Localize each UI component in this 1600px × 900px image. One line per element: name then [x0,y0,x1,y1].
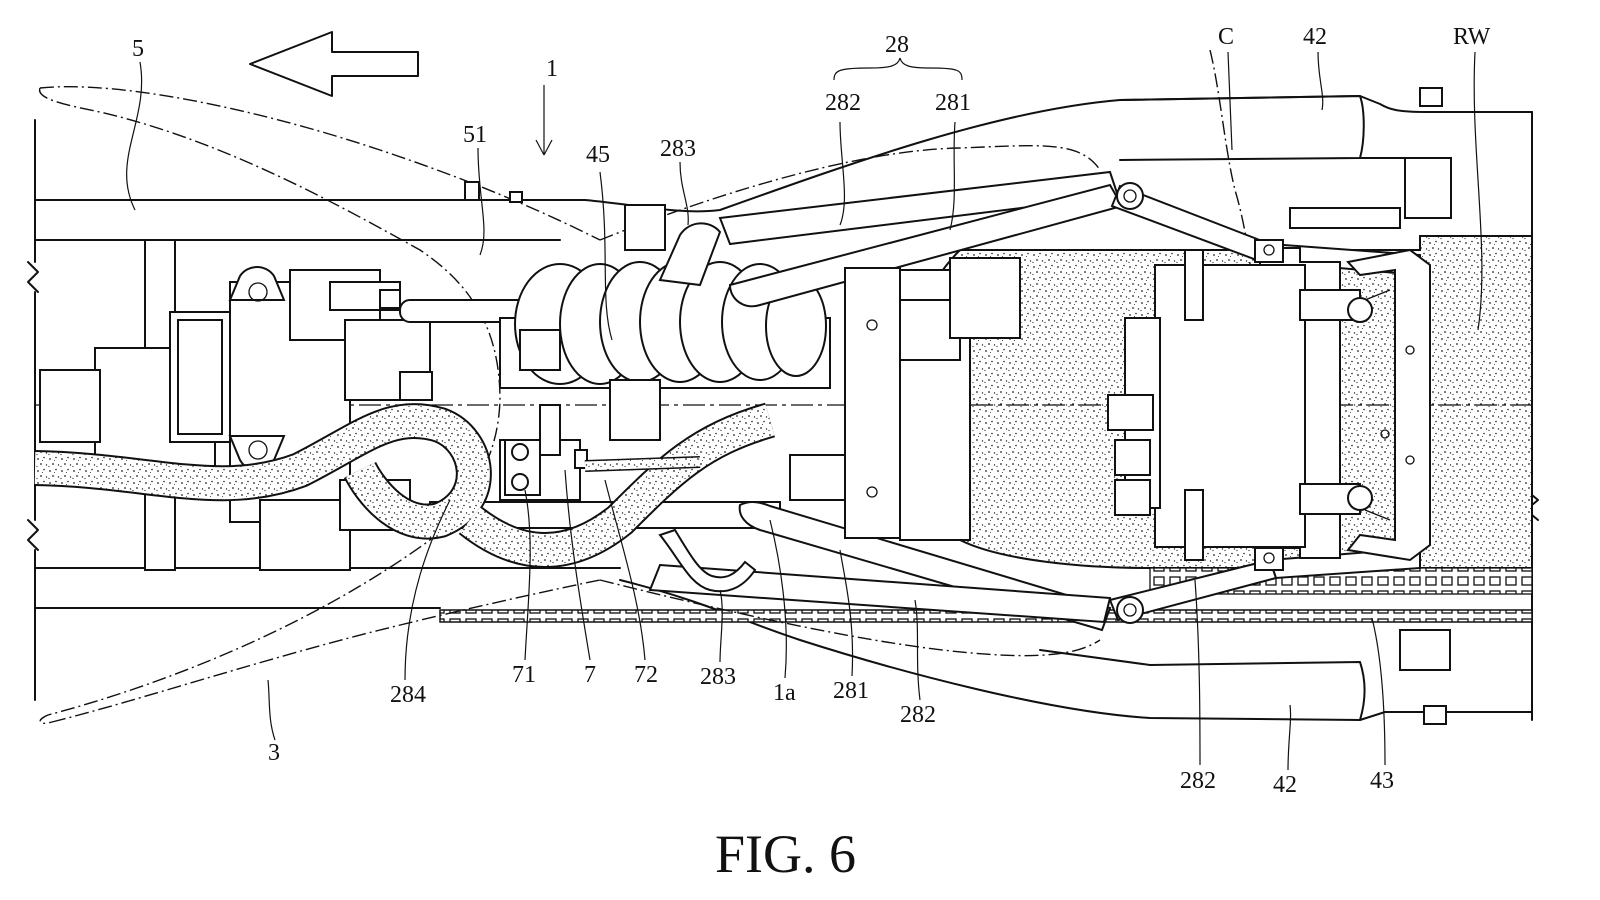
swing-arm-42 [584,87,1533,725]
figure-caption: FIG. 6 [715,824,856,884]
label-281-lower: 281 [833,678,869,704]
label-71: 71 [512,662,536,688]
label-51: 51 [463,122,487,148]
label-281-upper: 281 [935,90,971,116]
label-7: 7 [584,662,596,688]
label-RW: RW [1453,24,1491,50]
reference-numerals: 5 1 51 45 283 28 282 281 C 42 RW 284 71 … [132,24,1491,798]
label-28: 28 [885,32,909,58]
label-282-lower: 282 [900,702,936,728]
label-43: 43 [1370,768,1394,794]
shock-absorber-45 [499,204,831,441]
center-line-C [1209,49,1255,421]
brace-28 [833,57,963,81]
label-282-bottom: 282 [1180,768,1216,794]
rear-carrier [1107,239,1431,571]
label-283-lower: 283 [700,664,736,690]
direction-arrow [249,31,419,97]
label-1: 1 [546,56,558,82]
cross-brackets [789,257,1021,541]
label-5: 5 [132,36,144,62]
label-284: 284 [390,682,426,708]
label-45: 45 [586,142,610,168]
leader-lines [126,51,1483,771]
bracket-7 [499,404,588,501]
label-C: C [1218,24,1234,50]
label-42-upper: 42 [1303,24,1327,50]
body-cover-3 [38,87,501,724]
wire-harness [34,402,776,568]
label-3: 3 [268,740,280,766]
subframe-tubes-28 [429,170,1421,632]
hose-283 [658,528,757,593]
label-1a: 1a [773,680,796,706]
label-72: 72 [634,662,658,688]
label-282-upper: 282 [825,90,861,116]
label-283-upper: 283 [660,136,696,162]
label-42-lower: 42 [1273,772,1297,798]
